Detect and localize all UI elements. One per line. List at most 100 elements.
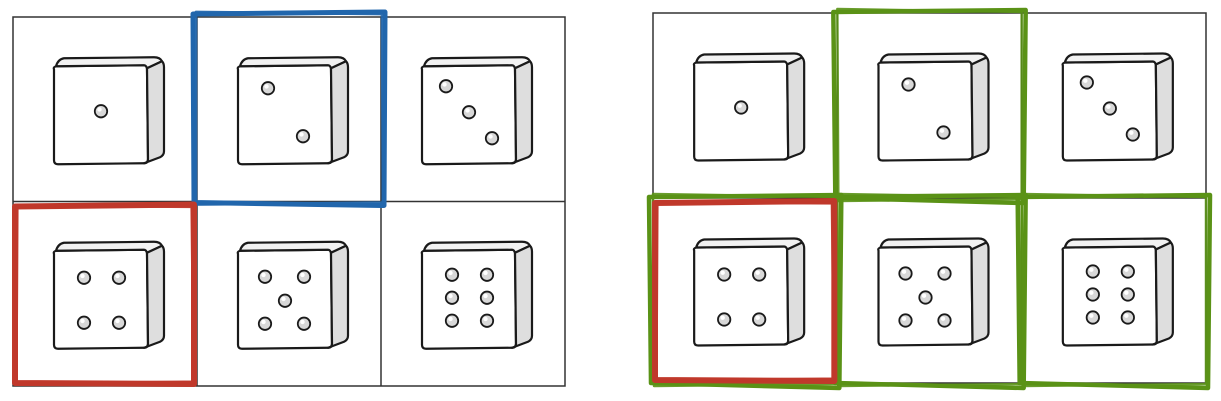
- blue-selection-box: [190, 9, 388, 208]
- die-side-face: [783, 241, 806, 346]
- die-pip: [918, 290, 933, 305]
- die-1-icon: [692, 52, 806, 162]
- die-pip: [111, 270, 127, 285]
- die-top-face: [879, 237, 988, 251]
- die-pip: [111, 315, 127, 330]
- die-pip: [479, 313, 495, 328]
- grid-cell: [877, 237, 990, 347]
- die-top-face: [54, 240, 164, 254]
- die-top-face: [238, 240, 348, 254]
- die-pip: [444, 267, 460, 282]
- die-6-icon: [420, 240, 534, 350]
- die-pip: [444, 313, 460, 328]
- grid-cell: [1061, 237, 1174, 347]
- grid-cell: [420, 240, 534, 350]
- die-front-face: [420, 248, 518, 350]
- die-pip: [296, 269, 312, 284]
- die-pip: [295, 129, 311, 144]
- die-pip: [1120, 264, 1135, 279]
- die-top-face: [422, 240, 532, 254]
- green-selection-box: [1015, 192, 1213, 391]
- die-pip: [257, 269, 273, 284]
- die-pip: [260, 81, 276, 96]
- die-5-icon: [877, 237, 990, 347]
- die-top-face: [879, 52, 988, 66]
- die-side-face: [967, 241, 990, 346]
- grid-cell: [1061, 52, 1174, 162]
- die-1-icon: [52, 56, 166, 166]
- die-pip: [479, 267, 495, 282]
- die-pip: [438, 79, 454, 94]
- die-front-face: [692, 245, 790, 347]
- die-pip: [257, 316, 273, 331]
- die-pip: [444, 290, 460, 305]
- die-pip: [277, 293, 293, 308]
- die-side-face: [510, 60, 534, 165]
- die-side-face: [326, 244, 350, 349]
- die-pip: [1085, 264, 1100, 279]
- die-pip: [1125, 127, 1140, 142]
- die-pip: [461, 105, 477, 120]
- die-pip: [76, 315, 92, 330]
- die-pip: [1102, 101, 1117, 116]
- die-2-icon: [236, 56, 350, 166]
- die-5-icon: [236, 240, 350, 350]
- die-front-face: [1061, 245, 1158, 347]
- grid-cell: [236, 56, 350, 166]
- grid-cell: [52, 240, 166, 350]
- die-top-face: [1063, 237, 1172, 251]
- die-pip: [1120, 287, 1135, 302]
- die-6-icon: [1061, 237, 1174, 347]
- die-pip: [1120, 310, 1135, 325]
- die-front-face: [236, 64, 334, 166]
- die-pip: [937, 313, 952, 328]
- die-pip: [1085, 310, 1100, 325]
- die-3-icon: [420, 56, 534, 166]
- right-dice-panel: [646, 7, 1213, 391]
- grid-cell: [692, 237, 806, 347]
- die-pip: [734, 100, 749, 115]
- die-pip: [93, 104, 109, 119]
- die-pip: [752, 312, 767, 327]
- die-top-face: [238, 56, 348, 70]
- die-side-face: [142, 244, 166, 349]
- grid-cell: [877, 52, 990, 162]
- die-top-face: [1063, 52, 1172, 66]
- left-dice-panel: [12, 9, 566, 387]
- die-top-face: [54, 56, 164, 70]
- die-pip: [296, 316, 312, 331]
- die-4-icon: [52, 240, 166, 350]
- die-4-icon: [692, 237, 806, 347]
- die-pip: [898, 266, 913, 281]
- die-pip: [717, 267, 732, 282]
- die-side-face: [510, 244, 534, 349]
- die-front-face: [877, 60, 974, 162]
- die-pip: [1079, 75, 1094, 90]
- die-pip: [717, 312, 732, 327]
- grid-cell: [52, 56, 166, 166]
- red-selection-box: [12, 201, 197, 387]
- die-pip: [479, 290, 495, 305]
- die-pip: [76, 270, 92, 285]
- die-side-face: [967, 56, 990, 161]
- die-pip: [484, 131, 500, 146]
- die-top-face: [422, 56, 532, 70]
- die-top-face: [695, 52, 804, 66]
- die-pip: [898, 313, 913, 328]
- grid-cell: [236, 240, 350, 350]
- die-side-face: [1151, 56, 1174, 161]
- die-pip: [936, 125, 951, 140]
- grid-cell: [692, 52, 806, 162]
- die-side-face: [142, 60, 166, 165]
- die-front-face: [52, 248, 150, 350]
- die-pip: [937, 266, 952, 281]
- die-side-face: [1151, 241, 1174, 346]
- die-pip: [752, 267, 767, 282]
- die-top-face: [695, 237, 804, 251]
- die-side-face: [326, 60, 350, 165]
- die-3-icon: [1061, 52, 1174, 162]
- die-side-face: [783, 56, 806, 161]
- die-pip: [1085, 287, 1100, 302]
